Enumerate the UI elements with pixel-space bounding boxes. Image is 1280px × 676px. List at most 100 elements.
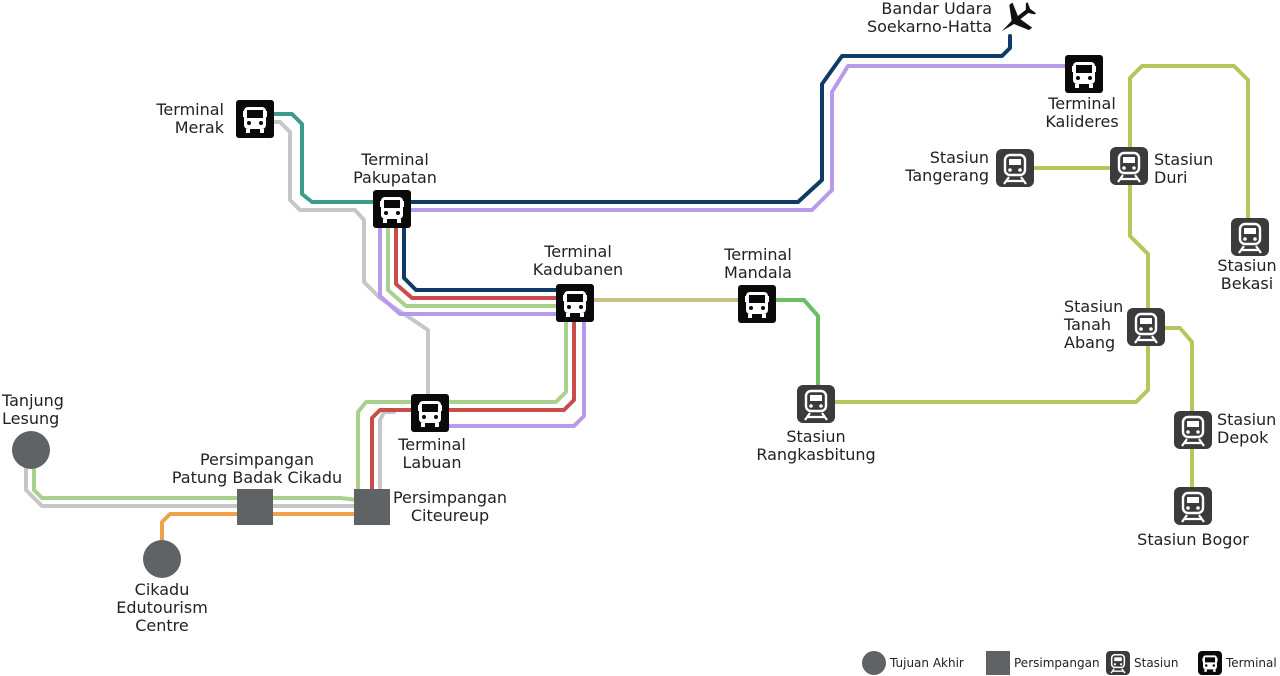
label-tanah-abang: Stasiun Tanah Abang <box>1064 298 1134 352</box>
label-bekasi: Stasiun Bekasi <box>1214 257 1280 293</box>
endpoint-circle-cikadu-centre <box>143 540 181 578</box>
route-line-green <box>756 298 820 394</box>
label-line: Tanjung <box>2 391 64 410</box>
bus-icon-kalideres <box>1065 55 1103 93</box>
route-line-olive-2 <box>1128 166 1150 330</box>
legend-item-junction: Persimpangan <box>986 650 1100 676</box>
legend-item-endpoint: Tujuan Akhir <box>862 650 964 676</box>
label-patung-badak: Persimpangan Patung Badak Cikadu <box>166 451 348 487</box>
label-rangkasbitung: Stasiun Rangkasbitung <box>748 428 884 464</box>
junction-square-icon <box>986 651 1010 675</box>
label-duri: Stasiun Duri <box>1154 151 1234 187</box>
route-line-lightgreen-2 <box>32 312 568 502</box>
label-tanjung-lesung: Tanjung Lesung <box>2 392 82 428</box>
label-depok: Stasiun Depok <box>1217 411 1280 447</box>
label-line: Stasiun <box>1217 410 1277 429</box>
label-mandala: Terminal Mandala <box>708 246 808 282</box>
label-line: Stasiun <box>1154 150 1214 169</box>
label-citeureup: Persimpangan Citeureup <box>386 489 514 525</box>
route-line-navy-south <box>402 208 568 292</box>
label-line: Kadubanen <box>532 260 624 279</box>
legend-item-terminal: Terminal <box>1198 650 1277 676</box>
route-line-lavender <box>390 64 1084 212</box>
label-line: Rangkasbitung <box>756 445 876 464</box>
legend-label: Terminal <box>1226 656 1277 670</box>
bus-icon-mandala <box>738 285 776 323</box>
junction-square-patung-badak <box>237 489 273 525</box>
label-merak: Terminal Merak <box>140 101 224 137</box>
label-cikadu-centre: Cikadu Edutourism Centre <box>112 581 212 635</box>
route-line-lightgreen <box>386 214 568 308</box>
label-kalideres: Terminal Kalideres <box>1032 95 1132 131</box>
bus-icon-pakupatan <box>373 190 411 228</box>
endpoint-circle-icon <box>862 651 886 675</box>
label-pakupatan: Terminal Pakupatan <box>340 151 450 187</box>
route-line-navy <box>390 34 1012 204</box>
label-kadubanen: Terminal Kadubanen <box>523 243 633 279</box>
label-line: Mandala <box>724 263 792 282</box>
label-line: Tanah <box>1064 315 1112 334</box>
label-labuan: Terminal Labuan <box>382 436 482 472</box>
label-line: Lesung <box>2 409 60 428</box>
route-line-olive <box>816 326 1150 404</box>
route-line-lavender-2 <box>426 312 586 428</box>
label-line: Soekarno-Hatta <box>866 17 992 36</box>
label-line: Persimpangan <box>199 450 315 469</box>
label-line: Depok <box>1217 428 1269 447</box>
label-line: Terminal <box>156 100 224 119</box>
airplane-icon <box>1001 2 1037 32</box>
label-line: Terminal <box>361 150 429 169</box>
label-line: Citeureup <box>410 506 490 525</box>
route-line-red <box>394 214 568 300</box>
legend-label: Tujuan Akhir <box>890 656 964 670</box>
legend-item-station: Stasiun <box>1106 650 1178 676</box>
label-line: Terminal <box>724 245 792 264</box>
label-line: Stasiun <box>929 148 989 167</box>
route-line-teal <box>260 112 394 204</box>
legend-label: Stasiun <box>1134 656 1179 670</box>
label-line: Stasiun <box>786 427 846 446</box>
label-line: Centre <box>135 616 189 635</box>
label-bandara: Bandar Udara Soekarno-Hatta <box>864 0 992 36</box>
label-line: Stasiun Bogor <box>1137 530 1249 549</box>
label-line: Kalideres <box>1045 112 1119 131</box>
train-icon-bogor <box>1172 485 1214 527</box>
legend-label: Persimpangan <box>1014 656 1100 670</box>
bus-icon-kadubanen <box>556 284 594 322</box>
label-line: Cikadu <box>134 580 190 599</box>
train-icon <box>1106 651 1130 675</box>
train-icon-rangkasbitung <box>795 383 837 425</box>
bus-icon <box>1198 651 1222 675</box>
label-line: Terminal <box>1048 94 1116 113</box>
label-line: Pakupatan <box>353 168 437 187</box>
label-line: Stasiun <box>1217 256 1277 275</box>
endpoint-circle-tanjung-lesung <box>12 431 50 469</box>
label-tangerang: Stasiun Tangerang <box>890 149 989 185</box>
label-line: Labuan <box>402 453 462 472</box>
junction-square-citeureup <box>354 489 390 525</box>
label-line: Duri <box>1154 168 1188 187</box>
label-line: Edutourism <box>116 598 208 617</box>
train-icon-depok <box>1172 409 1214 451</box>
route-line-grey <box>260 120 430 402</box>
label-line: Persimpangan <box>392 488 508 507</box>
label-bogor: Stasiun Bogor <box>1128 531 1258 549</box>
label-line: Abang <box>1064 333 1116 352</box>
route-line-red-2 <box>370 312 576 502</box>
bus-icon-merak <box>236 100 274 138</box>
label-line: Stasiun <box>1064 297 1124 316</box>
train-icon-duri <box>1108 145 1150 187</box>
label-line: Patung Badak Cikadu <box>171 468 343 487</box>
route-line-olive-4 <box>1128 64 1250 238</box>
label-line: Terminal <box>398 435 466 454</box>
label-line: Bandar Udara <box>881 0 992 18</box>
label-line: Merak <box>174 118 224 137</box>
label-line: Terminal <box>544 242 612 261</box>
train-icon-tangerang <box>994 147 1036 189</box>
route-line-lavender-south <box>378 214 568 316</box>
label-line: Bekasi <box>1220 274 1274 293</box>
bus-icon-labuan <box>411 394 449 432</box>
legend: Tujuan Akhir Persimpangan Stasiun Termin… <box>862 650 1280 676</box>
train-icon-bekasi <box>1229 216 1271 258</box>
